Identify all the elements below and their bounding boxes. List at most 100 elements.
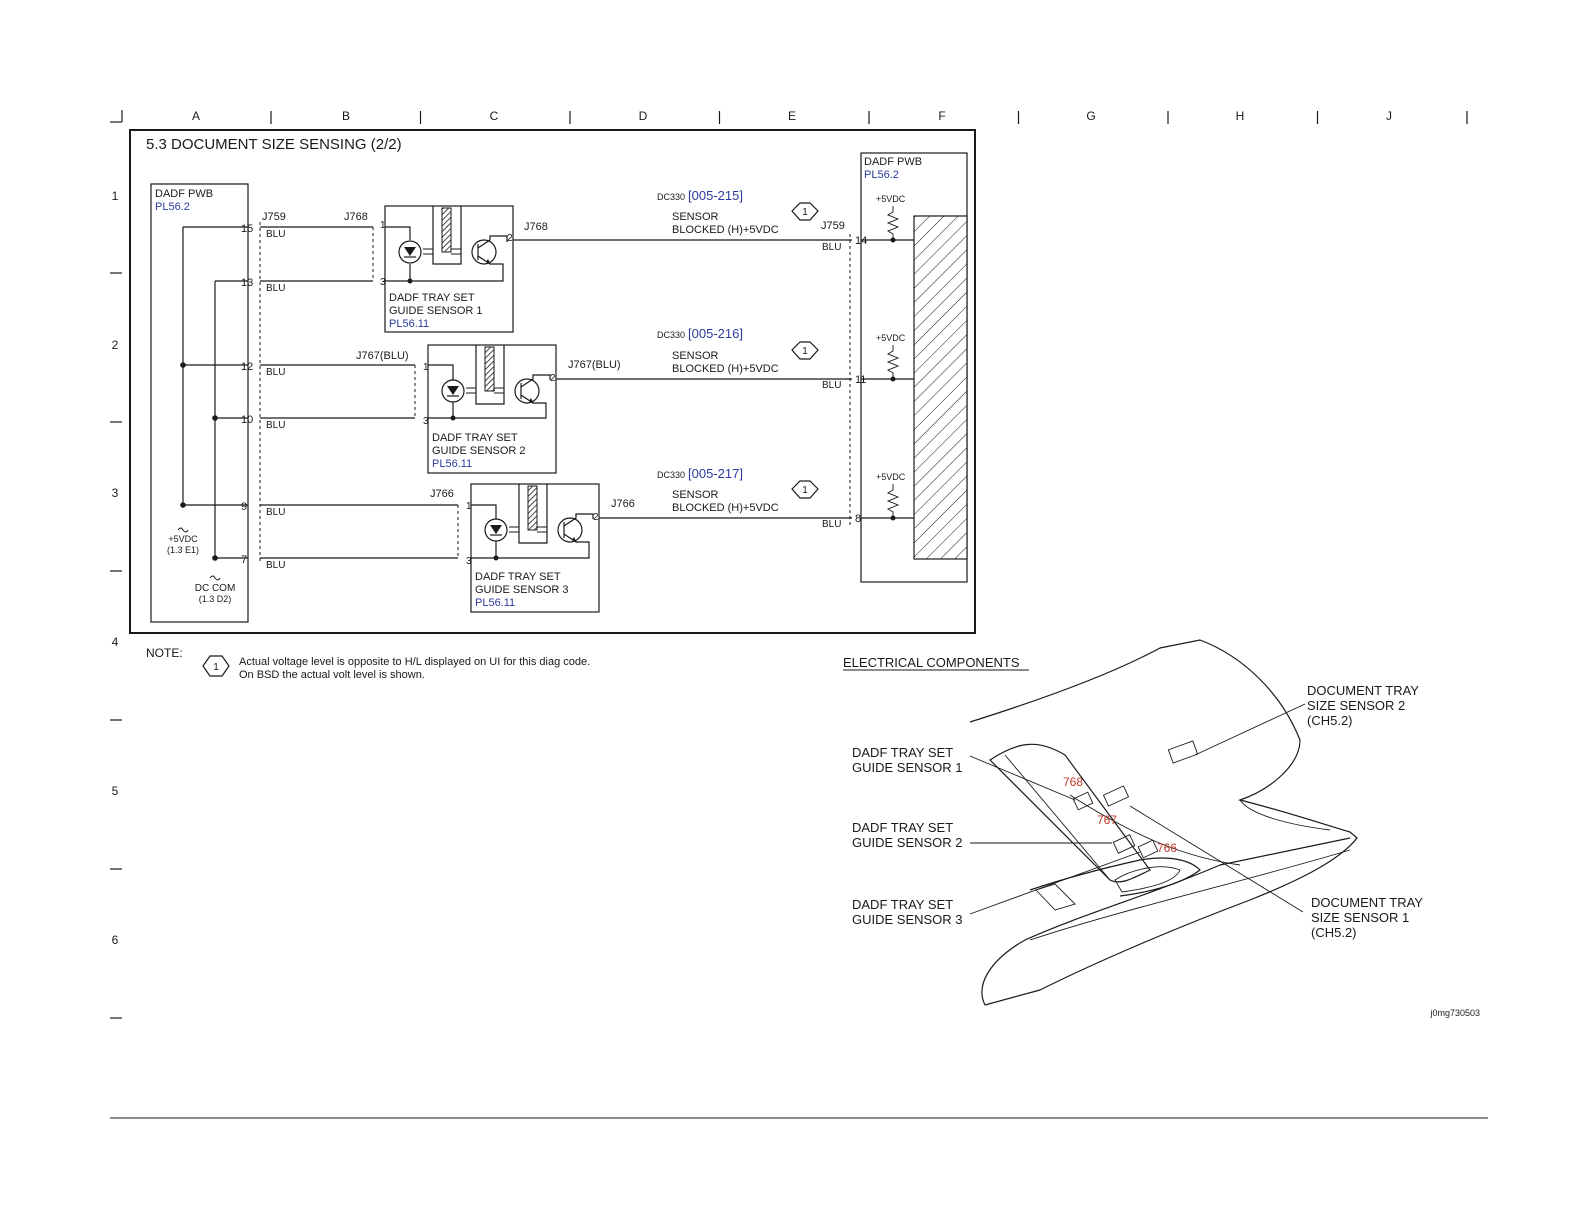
supply-label: +5VDC [168, 534, 198, 544]
grid-frame: A B C D E F G H J 1 2 3 4 5 6 [110, 109, 1468, 1019]
sensor-3-ref: PL56.11 [475, 597, 515, 609]
wire-color-label: BLU [266, 560, 285, 571]
right-board: DADF PWB PL56.2 +5VDC +5VDC +5VDC [860, 152, 968, 583]
callout-guide-sensor-3-l2: GUIDE SENSOR 3 [852, 912, 963, 927]
ground-label: DC COM [195, 583, 236, 594]
sensor-2-connector-left: J767(BLU) [356, 350, 409, 362]
wire-color-label: BLU [822, 242, 841, 253]
sensor-2-signal-1: SENSOR [672, 350, 719, 362]
sensor-2-name-2: GUIDE SENSOR 2 [432, 445, 526, 457]
sensor-1-connector-left: J768 [344, 211, 368, 223]
sensor-1-ref: PL56.11 [389, 318, 429, 330]
wire-color-label: BLU [822, 519, 841, 530]
note-mark-icon [202, 655, 230, 677]
image-id: j0mg730503 [1429, 1008, 1480, 1018]
components-heading: ELECTRICAL COMPONENTS [843, 655, 1020, 670]
diagram-title: 5.3 DOCUMENT SIZE SENSING (2/2) [146, 136, 402, 153]
sensor-2-dc-prefix: DC330 [657, 330, 685, 340]
sensor-3-note-mark-icon [791, 480, 819, 499]
left-connector: J759 15 13 12 10 9 7 BLU BLU BLU BLU BLU… [241, 211, 286, 571]
callout-size-sensor-2-l3: (CH5.2) [1307, 713, 1353, 728]
note-line-2: On BSD the actual volt level is shown. [239, 669, 425, 681]
pin-7: 7 [241, 554, 247, 566]
sensor-3-connector-right: J766 [611, 498, 635, 510]
dadf-illustration: 768 767 766 [969, 639, 1358, 1006]
supply-ref: (1.3 E1) [167, 545, 199, 555]
callout-size-sensor-1-l1: DOCUMENT TRAY [1311, 895, 1423, 910]
sensor-1-name-2: GUIDE SENSOR 1 [389, 305, 483, 317]
ground-ref: (1.3 D2) [199, 594, 232, 604]
wire-color-label: BLU [266, 283, 285, 294]
grid-col-C: C [490, 109, 499, 123]
sensor-1-note-mark: 1 [802, 207, 808, 218]
sensor-2-connector-right: J767(BLU) [568, 359, 621, 371]
wires-left [260, 226, 459, 559]
sensor-3-signal-2: BLOCKED (H)+5VDC [672, 502, 779, 514]
sensor-3: J766 1 3 2 DADF TRAY SET GUIDE SENSOR 3 … [430, 466, 861, 613]
sensor-1-pin-out: 2 [507, 233, 513, 244]
sensor-3-pin-com: 3 [466, 556, 472, 567]
callout-guide-sensor-1-l2: GUIDE SENSOR 1 [852, 760, 963, 775]
pullup-label: +5VDC [876, 333, 906, 343]
pullup-label: +5VDC [876, 194, 906, 204]
pin-10: 10 [241, 414, 253, 426]
sensor-3-signal-1: SENSOR [672, 489, 719, 501]
grid-col-J: J [1386, 109, 1392, 123]
grid-col-H: H [1236, 109, 1245, 123]
sensor-2-dc-code[interactable]: [005-216] [688, 326, 743, 341]
sensor-2-pin-out: 2 [550, 373, 556, 384]
wire-color-label: BLU [266, 229, 285, 240]
sensor-3-pin-in: 1 [466, 501, 472, 512]
pin-15: 15 [241, 223, 253, 235]
sensor-3-right-pin: 8 [855, 513, 861, 525]
grid-col-B: B [342, 109, 350, 123]
left-board: DADF PWB PL56.2 +5VDC (1.3 E1) DC COM (1… [150, 183, 249, 623]
sensor-3-dc-prefix: DC330 [657, 470, 685, 480]
sensor-2-name-1: DADF TRAY SET [432, 432, 518, 444]
sensor-3-pin-out: 2 [593, 512, 599, 523]
sensor-2: J767(BLU) 1 3 2 DADF TRAY SET GUIDE SENS… [356, 326, 866, 474]
pin-9: 9 [241, 501, 247, 513]
part-766: 766 [1157, 841, 1177, 855]
grid-col-D: D [639, 109, 648, 123]
callout-guide-sensor-3-l1: DADF TRAY SET [852, 897, 953, 912]
pullup-label: +5VDC [876, 472, 906, 482]
grid-col-E: E [788, 109, 796, 123]
sensor-1-signal-1: SENSOR [672, 211, 719, 223]
left-connector-label: J759 [262, 211, 286, 223]
callout-size-sensor-1-l2: SIZE SENSOR 1 [1311, 910, 1409, 925]
note-mark: 1 [213, 662, 219, 673]
right-board-name: DADF PWB [864, 156, 922, 168]
wire-color-label: BLU [822, 380, 841, 391]
sensor-3-dc-code[interactable]: [005-217] [688, 466, 743, 481]
grid-row-4: 4 [112, 635, 119, 649]
sensor-1-signal-2: BLOCKED (H)+5VDC [672, 224, 779, 236]
grid-col-A: A [192, 109, 200, 123]
callout-guide-sensor-2-l2: GUIDE SENSOR 2 [852, 835, 963, 850]
sensor-1: J768 1 3 2 DADF TRAY SET GUIDE SENSOR 1 … [344, 188, 867, 333]
wire-color-label: BLU [266, 367, 285, 378]
sensor-2-note-mark: 1 [802, 346, 808, 357]
sensor-1-pin-com: 3 [380, 277, 386, 288]
sensor-1-pin-in: 1 [380, 220, 386, 231]
right-connector-label: J759 [821, 220, 845, 232]
grid-row-5: 5 [112, 784, 119, 798]
sensor-1-name-1: DADF TRAY SET [389, 292, 475, 304]
grid-row-6: 6 [112, 933, 119, 947]
part-768: 768 [1063, 775, 1083, 789]
sensor-1-dc-prefix: DC330 [657, 192, 685, 202]
grid-row-3: 3 [112, 486, 119, 500]
pin-13: 13 [241, 277, 253, 289]
callout-size-sensor-1-l3: (CH5.2) [1311, 925, 1357, 940]
callout-guide-sensor-1-l1: DADF TRAY SET [852, 745, 953, 760]
callout-guide-sensor-2-l1: DADF TRAY SET [852, 820, 953, 835]
left-board-ref: PL56.2 [155, 201, 190, 213]
sensor-1-dc-code[interactable]: [005-215] [688, 188, 743, 203]
sensor-3-connector-left: J766 [430, 488, 454, 500]
note: NOTE: 1 Actual voltage level is opposite… [146, 646, 590, 681]
callout-size-sensor-2-l1: DOCUMENT TRAY [1307, 683, 1419, 698]
note-label: NOTE: [146, 646, 183, 660]
sensor-1-connector-right: J768 [524, 221, 548, 233]
grid-col-F: F [938, 109, 945, 123]
